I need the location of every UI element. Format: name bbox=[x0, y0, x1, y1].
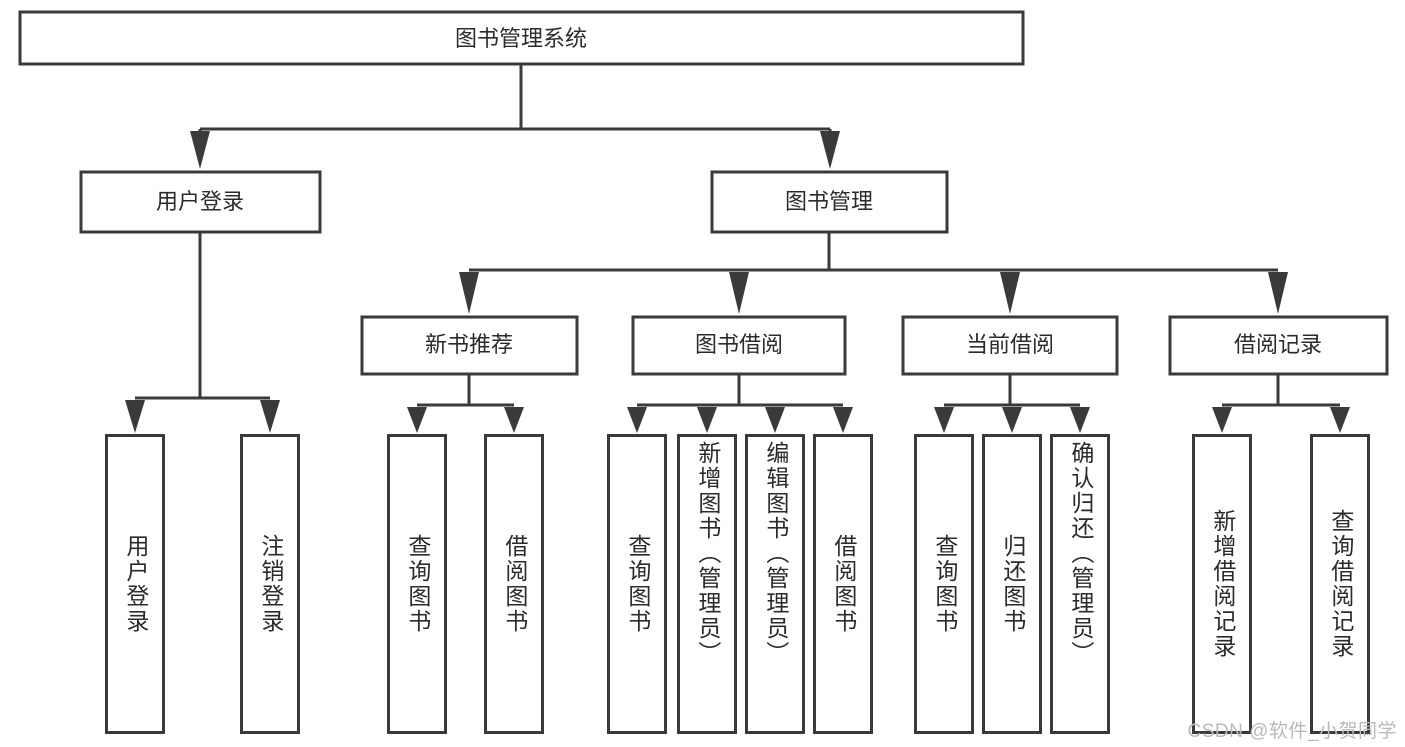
leaf-node-new-book-query[interactable]: 查询图书 bbox=[387, 434, 447, 734]
node-new-book-recommend[interactable]: 新书推荐 bbox=[360, 315, 579, 376]
node-label-root: 图书管理系统 bbox=[455, 26, 587, 51]
arrow-head-new-book-1 bbox=[504, 407, 524, 433]
leaf-label: 编辑图书（管理员） bbox=[762, 441, 789, 666]
node-label-book-management: 图书管理 bbox=[785, 189, 873, 214]
leaf-node-new-book-borrow[interactable]: 借阅图书 bbox=[484, 434, 544, 734]
arrow-head-user-login-1 bbox=[260, 400, 280, 433]
arrow-head-level3-0 bbox=[459, 272, 479, 314]
arrow-head-current-borrow-1 bbox=[1002, 407, 1022, 433]
node-borrow-record[interactable]: 借阅记录 bbox=[1168, 315, 1389, 376]
leaf-node-current-borrow-query[interactable]: 查询图书 bbox=[914, 434, 974, 734]
node-label-borrow-record: 借阅记录 bbox=[1234, 332, 1322, 357]
node-box-current-borrow bbox=[901, 315, 1119, 376]
node-label-user-login: 用户登录 bbox=[156, 189, 244, 214]
leaf-node-book-borrow-borrow[interactable]: 借阅图书 bbox=[813, 434, 873, 734]
leaf-node-user-login-login[interactable]: 用户登录 bbox=[105, 434, 165, 734]
leaf-node-current-borrow-confirm[interactable]: 确认归还（管理员） bbox=[1050, 434, 1110, 734]
arrow-head-level3-3 bbox=[1268, 272, 1288, 314]
arrow-head-book-borrow-3 bbox=[833, 407, 853, 433]
arrow-head-book-borrow-2 bbox=[765, 407, 785, 433]
leaf-label: 注销登录 bbox=[257, 534, 284, 634]
arrow-head-level2-1 bbox=[820, 131, 840, 169]
arrow-head-level2-0 bbox=[190, 131, 210, 169]
node-label-book-borrow: 图书借阅 bbox=[695, 332, 783, 357]
node-book-management-system[interactable]: 图书管理系统 bbox=[18, 10, 1025, 66]
arrow-head-current-borrow-2 bbox=[1070, 407, 1090, 433]
arrow-head-level3-1 bbox=[729, 272, 749, 314]
arrow-head-book-borrow-0 bbox=[627, 407, 647, 433]
arrow-head-new-book-0 bbox=[407, 407, 427, 433]
leaf-label: 归还图书 bbox=[999, 534, 1026, 634]
leaf-node-borrow-record-add[interactable]: 新增借阅记录 bbox=[1192, 434, 1252, 734]
leaf-label: 查询图书 bbox=[624, 534, 651, 634]
leaf-label: 查询图书 bbox=[404, 534, 431, 634]
leaf-label: 用户登录 bbox=[122, 534, 149, 634]
leaf-label: 借阅图书 bbox=[830, 534, 857, 634]
leaf-label: 新增借阅记录 bbox=[1209, 509, 1236, 659]
leaf-label: 新增图书（管理员） bbox=[694, 441, 721, 666]
node-box-root bbox=[18, 10, 1025, 66]
arrow-head-book-borrow-1 bbox=[697, 407, 717, 433]
leaf-node-book-borrow-edit[interactable]: 编辑图书（管理员） bbox=[745, 434, 805, 734]
node-user-login[interactable]: 用户登录 bbox=[79, 170, 322, 234]
leaf-label: 确认归还（管理员） bbox=[1067, 441, 1094, 666]
arrow-head-borrow-record-1 bbox=[1330, 407, 1350, 433]
leaf-label: 查询图书 bbox=[931, 534, 958, 634]
arrow-head-borrow-record-0 bbox=[1212, 407, 1232, 433]
node-book-management[interactable]: 图书管理 bbox=[710, 170, 949, 234]
leaf-node-borrow-record-query[interactable]: 查询借阅记录 bbox=[1310, 434, 1370, 734]
leaf-node-book-borrow-query[interactable]: 查询图书 bbox=[607, 434, 667, 734]
leaf-node-book-borrow-add[interactable]: 新增图书（管理员） bbox=[677, 434, 737, 734]
leaf-label: 借阅图书 bbox=[501, 534, 528, 634]
arrow-head-current-borrow-0 bbox=[934, 407, 954, 433]
node-book-borrow[interactable]: 图书借阅 bbox=[631, 315, 847, 376]
arrow-head-user-login-0 bbox=[125, 400, 145, 433]
node-label-new-book-recommend: 新书推荐 bbox=[425, 332, 513, 357]
leaf-label: 查询借阅记录 bbox=[1327, 509, 1354, 659]
node-current-borrow[interactable]: 当前借阅 bbox=[901, 315, 1119, 376]
node-label-current-borrow: 当前借阅 bbox=[966, 332, 1054, 357]
arrow-head-level3-2 bbox=[1000, 272, 1020, 314]
leaf-node-current-borrow-return[interactable]: 归还图书 bbox=[982, 434, 1042, 734]
leaf-node-user-login-logout[interactable]: 注销登录 bbox=[240, 434, 300, 734]
node-box-new-book-recommend bbox=[360, 315, 579, 376]
